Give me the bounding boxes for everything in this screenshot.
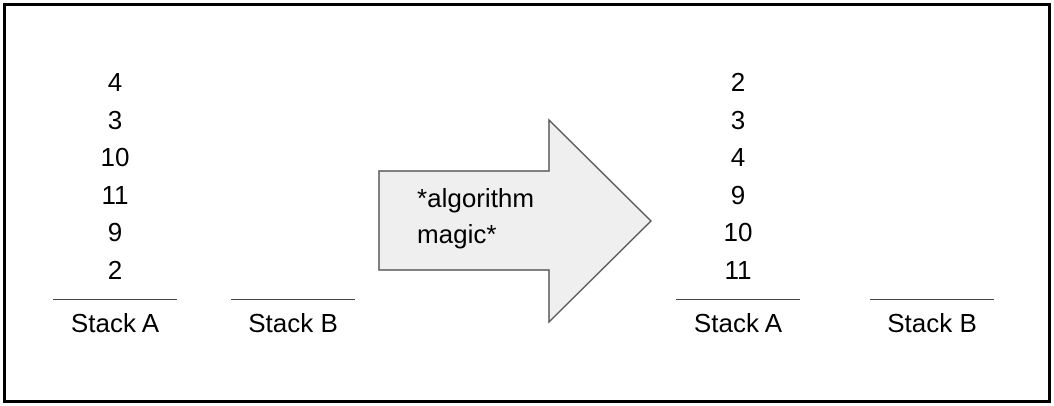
right-stack-a: 2 3 4 9 10 11 Stack A [676, 64, 800, 344]
left-stack-a-items: 4 3 10 11 9 2 [53, 64, 177, 289]
stack-label: Stack B [248, 308, 338, 338]
stack-item: 3 [730, 104, 746, 135]
outer-border [3, 3, 1051, 403]
stack-item: 4 [730, 142, 746, 172]
arrow-label-line: magic* [417, 219, 497, 249]
stack-label: Stack B [887, 308, 977, 338]
right-stack-b: Stack B [870, 64, 994, 344]
stack-item: 11 [101, 179, 129, 210]
stack-base-line [53, 299, 177, 300]
stack-item: 3 [107, 104, 123, 135]
right-stack-a-items: 2 3 4 9 10 11 [676, 64, 800, 289]
stack-base-line [676, 299, 800, 300]
stack-item: 2 [107, 254, 123, 285]
stack-item: 11 [724, 254, 752, 285]
stack-item: 2 [730, 67, 746, 97]
stack-item: 10 [723, 217, 753, 247]
left-stack-a: 4 3 10 11 9 2 Stack A [53, 64, 177, 344]
stack-label: Stack A [693, 308, 783, 338]
stack-base-line [870, 299, 994, 300]
stack-item: 9 [730, 179, 746, 210]
stack-item: 10 [100, 142, 130, 172]
arrow-label: *algorithm magic* [417, 180, 534, 252]
transform-arrow [377, 118, 653, 324]
stack-label: Stack A [70, 308, 160, 338]
stack-base-line [231, 299, 355, 300]
stack-item: 4 [107, 67, 123, 97]
arrow-label-line: *algorithm [417, 183, 535, 213]
left-stack-b: Stack B [231, 64, 355, 344]
stack-item: 9 [107, 217, 123, 247]
arrow-shape [378, 118, 653, 324]
